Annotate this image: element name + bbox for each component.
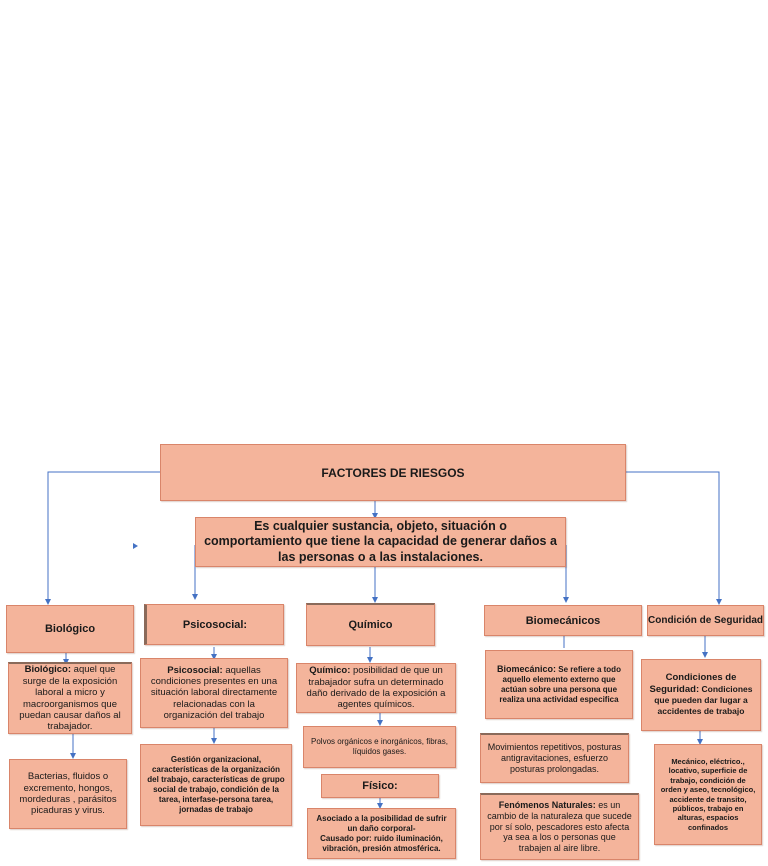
fenomenos-term: Fenómenos Naturales:: [498, 800, 596, 810]
psicosocial-desc-text: aquellas condiciones presentes en una si…: [150, 664, 278, 722]
quimico-term: Químico:: [309, 665, 351, 677]
category-psicosocial-label: Psicosocial:: [182, 618, 248, 631]
seguridad-examples-text: Mecánico, eléctrico., locativo, superfic…: [660, 757, 756, 832]
category-biologico-label: Biológico: [44, 623, 96, 635]
biologico-examples: Bacterias, fluidos o excremento, hongos,…: [9, 759, 127, 829]
seguridad-term: Condiciones de Seguridad:: [649, 672, 737, 695]
fisico-description: Asociado a la posibilidad de sufrir un d…: [307, 808, 456, 859]
quimico-desc-text: posibilidad de que un trabajador sufra u…: [306, 665, 446, 711]
title-text: FACTORES DE RIESGOS: [321, 465, 465, 480]
fenomenos-description: Fenómenos Naturales: es un cambio de la …: [480, 793, 639, 860]
category-fisico: Físico:: [321, 774, 439, 798]
seguridad-examples: Mecánico, eléctrico., locativo, superfic…: [654, 744, 762, 845]
psicosocial-examples: Gestión organizacional, características …: [140, 744, 292, 826]
definition-text: Es cualquier sustancia, objeto, situació…: [204, 518, 557, 564]
category-biomecanicos: Biomecánicos: [484, 605, 642, 636]
stray-arrowhead: [133, 543, 138, 549]
fenomenos-desc-text: es un cambio de la naturaleza que sucede…: [487, 800, 632, 854]
biomecanicos-description: Biomecánico: Se refiere a todo aquello e…: [485, 650, 633, 719]
connector-seguridad: [626, 471, 722, 605]
category-biologico: Biológico: [6, 605, 134, 653]
psicosocial-term: Psicosocial:: [167, 664, 223, 676]
fisico-desc-line1: Asociado a la posibilidad de sufrir un d…: [316, 813, 447, 833]
seguridad-desc-text: Condiciones que pueden dar lugar a accid…: [654, 683, 753, 717]
quimico-description: Químico: posibilidad de que un trabajado…: [296, 663, 456, 713]
quimico-examples: Polvos orgánicos e inorgánicos, fibras, …: [303, 726, 456, 768]
category-fisico-label: Físico:: [362, 780, 398, 792]
biologico-term: Biológico:: [24, 664, 72, 676]
connector-biologico: [45, 471, 160, 605]
category-biomecanicos-label: Biomecánicos: [525, 614, 601, 627]
biomecanicos-examples-text: Movimientos repetitivos, posturas antigr…: [487, 742, 622, 774]
biologico-description: Biológico: aquel que surge de la exposic…: [8, 662, 132, 734]
category-seguridad-label: Condición de Seguridad: [648, 615, 764, 626]
category-quimico-label: Químico: [348, 619, 393, 631]
seguridad-description: Condiciones de Seguridad: Condiciones qu…: [641, 659, 761, 731]
title-box: FACTORES DE RIESGOS: [160, 444, 626, 501]
biologico-examples-text: Bacterias, fluidos o excremento, hongos,…: [19, 771, 117, 817]
definition-box: Es cualquier sustancia, objeto, situació…: [195, 517, 566, 567]
category-quimico: Químico: [306, 603, 435, 646]
psicosocial-description: Psicosocial: aquellas condiciones presen…: [140, 658, 288, 728]
biomecanicos-term: Biomecánico:: [497, 663, 557, 674]
fisico-desc-line2: Causado por: ruido iluminación, vibració…: [320, 833, 443, 853]
psicosocial-examples-text: Gestión organizacional, características …: [147, 755, 285, 814]
biologico-desc-text: aquel que surge de la exposición laboral…: [19, 664, 121, 733]
biomecanicos-desc-text: Se refiere a todo aquello elemento exter…: [499, 664, 621, 705]
category-seguridad: Condición de Seguridad: [647, 605, 764, 636]
quimico-examples-text: Polvos orgánicos e inorgánicos, fibras, …: [311, 737, 448, 756]
category-psicosocial: Psicosocial:: [144, 604, 284, 645]
biomecanicos-examples: Movimientos repetitivos, posturas antigr…: [480, 733, 629, 783]
